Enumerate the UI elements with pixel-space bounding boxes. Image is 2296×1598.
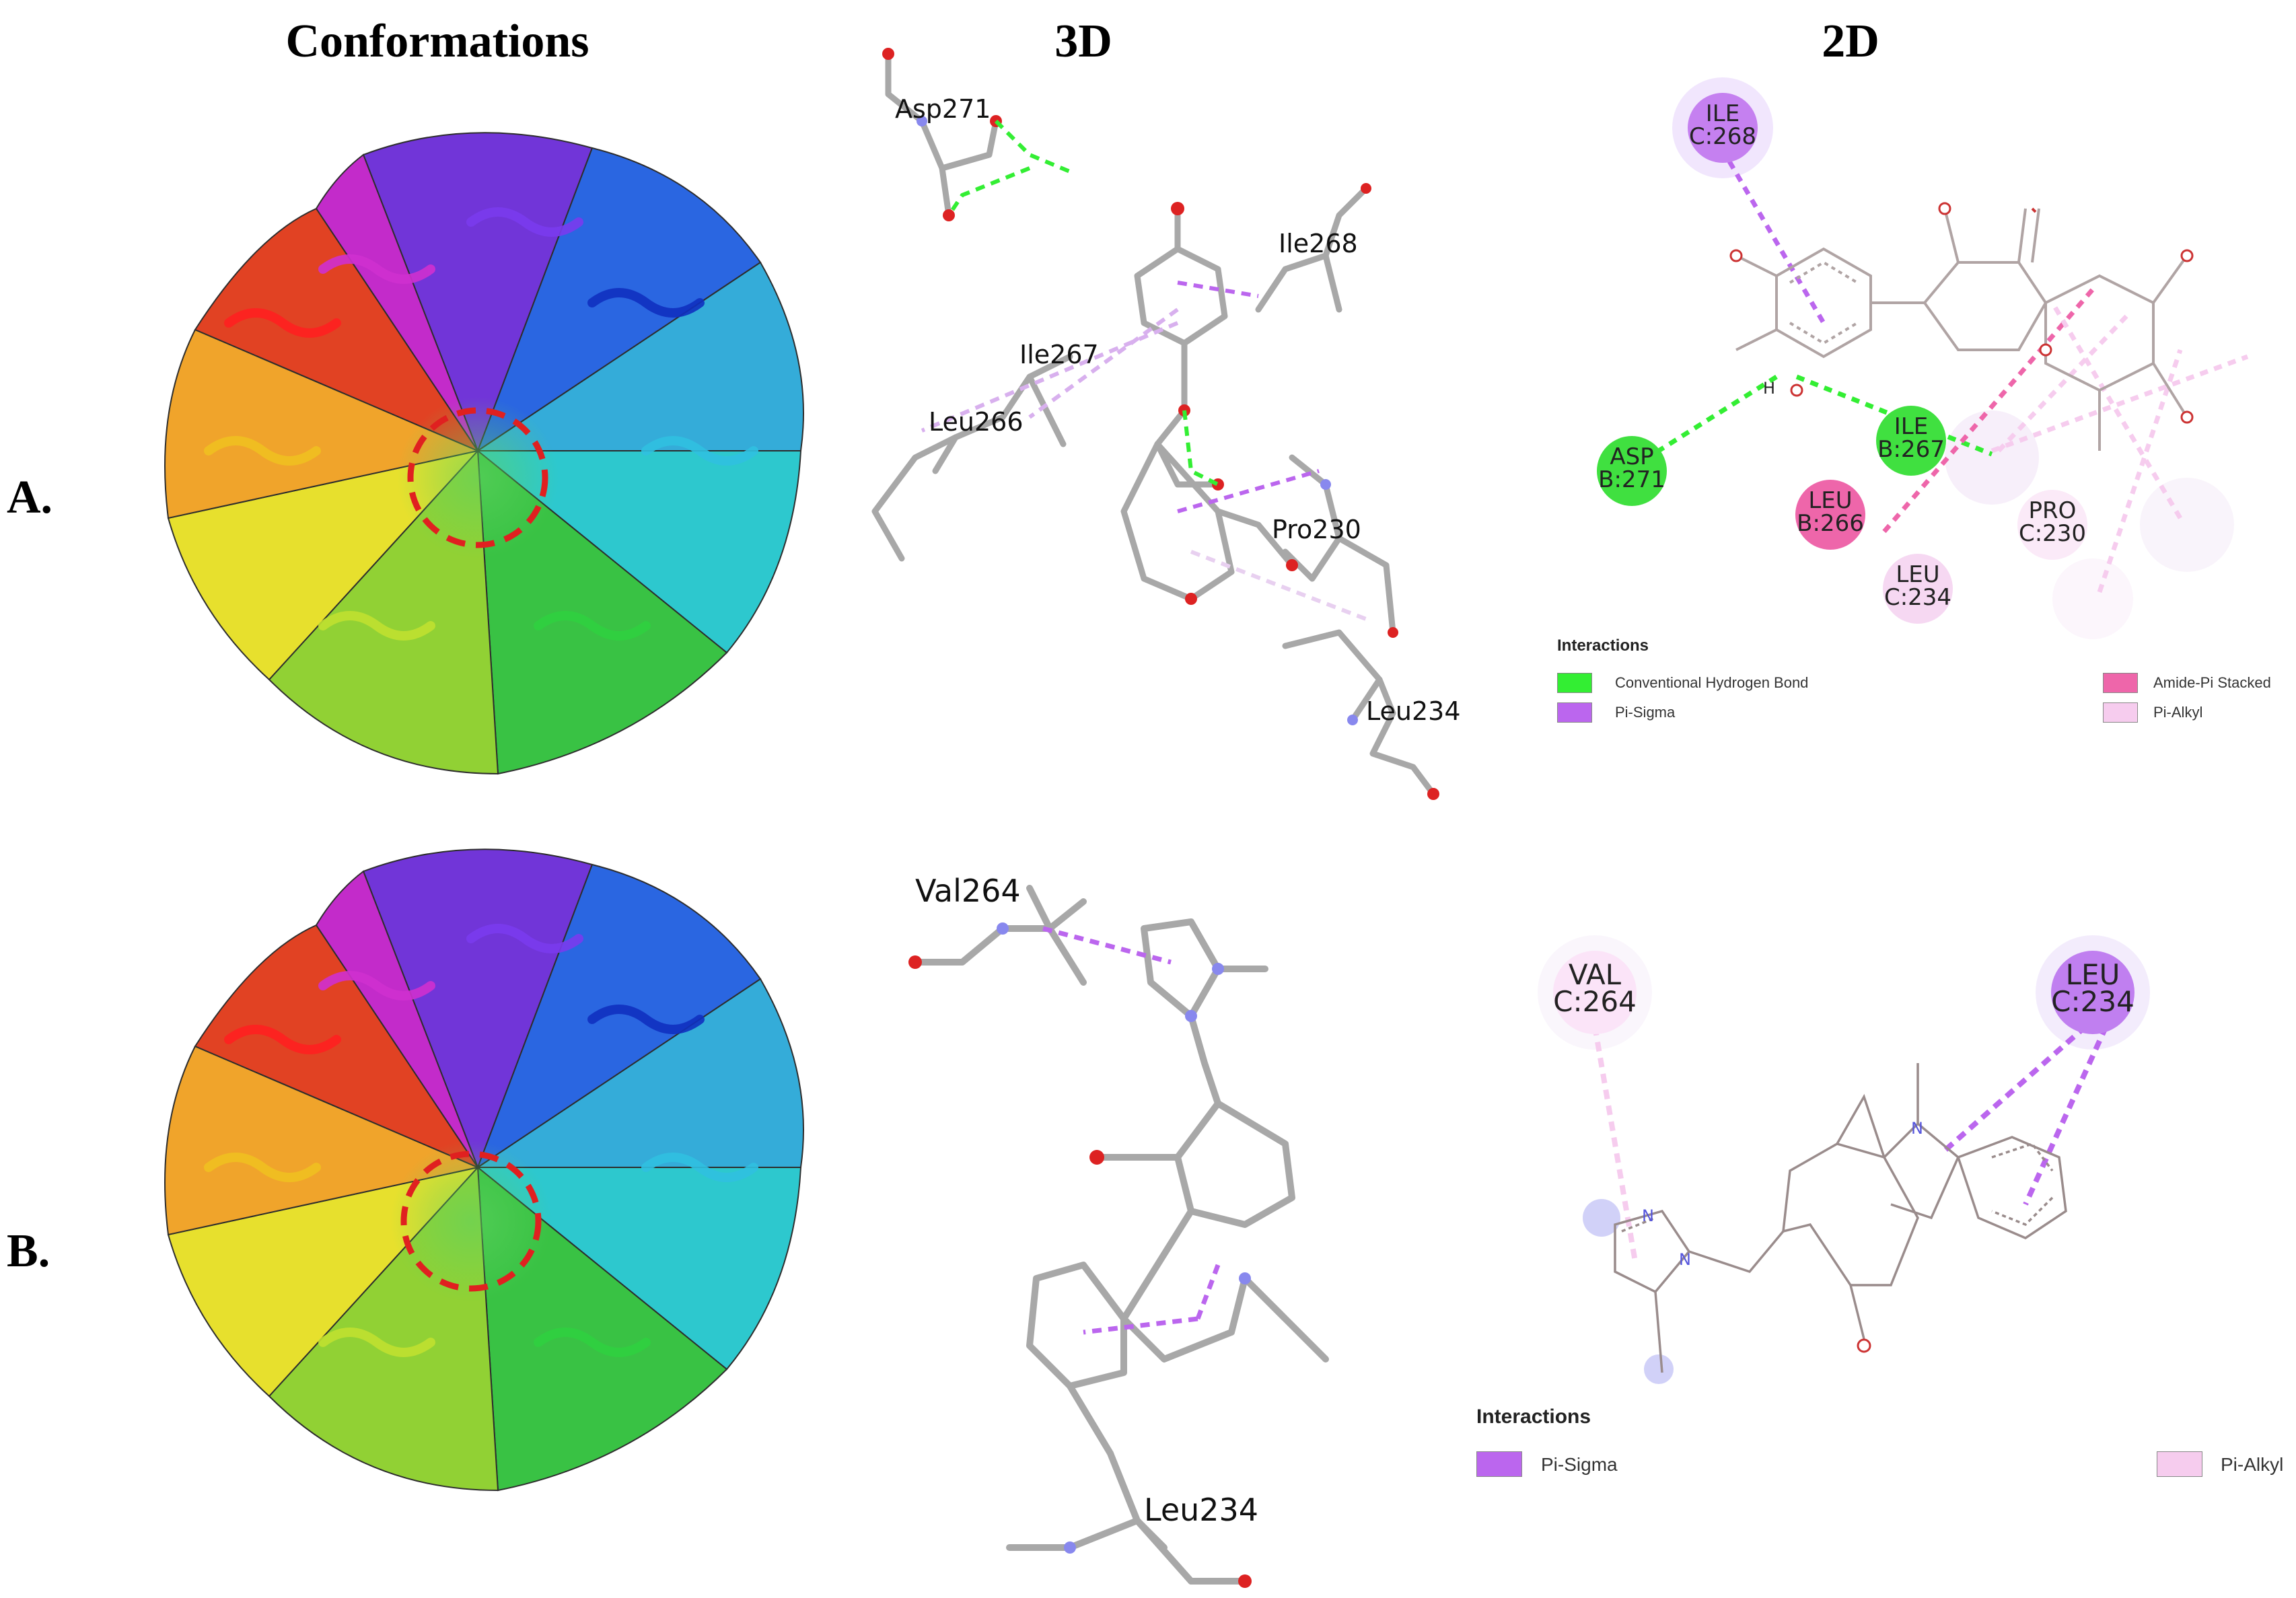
legend-a: Interactions Conventional Hydrogen Bond … bbox=[1554, 632, 2295, 733]
atom-label-n1: N bbox=[1642, 1206, 1654, 1225]
legend-label-pialkyl-a: Pi-Alkyl bbox=[2153, 704, 2203, 721]
res-label-ile268: Ile268 bbox=[1279, 229, 1358, 258]
svg-text:LEU: LEU bbox=[1896, 561, 1939, 588]
residue-ile-c268: ILE C:268 bbox=[1688, 93, 1758, 163]
legend-label-hbond-a: Conventional Hydrogen Bond bbox=[1615, 674, 1809, 691]
legend-swatch-hbond-a bbox=[1557, 673, 1592, 693]
svg-text:B:266: B:266 bbox=[1797, 510, 1864, 537]
res-label-ile267: Ile267 bbox=[1019, 340, 1099, 369]
res-label-leu234: Leu234 bbox=[1366, 696, 1461, 726]
legend-label-amidepi-a: Amide-Pi Stacked bbox=[2153, 674, 2271, 691]
protein-structure-a bbox=[121, 101, 834, 801]
svg-text:C:230: C:230 bbox=[2019, 520, 2086, 547]
legend-title-a: Interactions bbox=[1557, 637, 1649, 655]
conformations-header: Conformations bbox=[285, 15, 589, 67]
res-label-val264: Val264 bbox=[915, 873, 1021, 909]
svg-text:B:271: B:271 bbox=[1598, 466, 1665, 493]
legend-swatch-pialkyl-b bbox=[2157, 1451, 2202, 1477]
h-atom-label: H bbox=[1763, 379, 1775, 398]
svg-text:C:264: C:264 bbox=[1553, 985, 1637, 1018]
row-label-a: A. bbox=[7, 472, 53, 523]
residue-leu-b266: LEU B:266 bbox=[1795, 480, 1865, 550]
2d-header: 2D bbox=[1822, 15, 1879, 67]
legend-label-pisigma-a: Pi-Sigma bbox=[1615, 704, 1676, 721]
interaction-diagram-2d-a: H ILE C:268 ASP B:271 ILE B:267 LEU B:26… bbox=[1507, 74, 2288, 747]
svg-text:ILE: ILE bbox=[1706, 100, 1739, 127]
svg-text:C:234: C:234 bbox=[1884, 584, 1951, 611]
legend-swatch-pisigma-a bbox=[1557, 702, 1592, 723]
legend-swatch-amidepi-a bbox=[2103, 673, 2138, 693]
svg-text:ASP: ASP bbox=[1610, 443, 1653, 470]
residue-val-c264: VAL C:264 bbox=[1553, 951, 1637, 1034]
protein-structure-b bbox=[121, 818, 834, 1517]
residue-leu-c234-b: LEU C:234 bbox=[2051, 951, 2134, 1034]
svg-text:C:268: C:268 bbox=[1689, 123, 1756, 150]
legend-title-b: Interactions bbox=[1476, 1406, 1591, 1428]
interaction-diagram-2d-b: N N N VAL C:264 LEU C:234 bbox=[1460, 902, 2288, 1440]
res-label-leu266: Leu266 bbox=[929, 407, 1024, 437]
svg-text:PRO: PRO bbox=[2029, 497, 2077, 524]
svg-text:VAL: VAL bbox=[1569, 958, 1622, 991]
residue-ile-b267: ILE B:267 bbox=[1876, 406, 1946, 476]
residue-asp-b271: ASP B:271 bbox=[1597, 436, 1667, 506]
legend-b: Interactions Pi-Sigma Pi-Alkyl bbox=[1474, 1403, 2288, 1484]
res-label-leu234-b: Leu234 bbox=[1144, 1492, 1258, 1528]
legend-label-pisigma-b: Pi-Sigma bbox=[1541, 1454, 1618, 1475]
stick-model-3d-a: Asp271 Ile268 Ile267 Leu266 Pro230 Leu23… bbox=[855, 40, 1494, 801]
svg-text:LEU: LEU bbox=[2066, 958, 2120, 991]
3d-header: 3D bbox=[1054, 15, 1112, 67]
legend-swatch-pialkyl-a bbox=[2103, 702, 2138, 723]
residue-pro-c230: PRO C:230 bbox=[2017, 490, 2087, 560]
residue-leu-c234: LEU C:234 bbox=[1883, 554, 1953, 624]
atom-label-n2: N bbox=[1679, 1250, 1691, 1269]
legend-label-pialkyl-b: Pi-Alkyl bbox=[2221, 1454, 2284, 1475]
row-label-b: B. bbox=[7, 1225, 50, 1277]
svg-text:B:267: B:267 bbox=[1877, 436, 1945, 463]
binding-site-circle-a bbox=[407, 407, 548, 548]
legend-swatch-pisigma-b bbox=[1476, 1451, 1522, 1477]
svg-text:ILE: ILE bbox=[1894, 413, 1928, 440]
svg-text:LEU: LEU bbox=[1808, 487, 1852, 514]
res-label-pro230: Pro230 bbox=[1272, 515, 1361, 544]
atom-label-n3: N bbox=[1911, 1119, 1923, 1138]
svg-text:C:234: C:234 bbox=[2051, 985, 2134, 1018]
stick-model-3d-b: Val264 Leu234 bbox=[855, 848, 1494, 1595]
binding-site-circle-b bbox=[400, 1151, 542, 1292]
res-label-asp271: Asp271 bbox=[895, 94, 991, 124]
